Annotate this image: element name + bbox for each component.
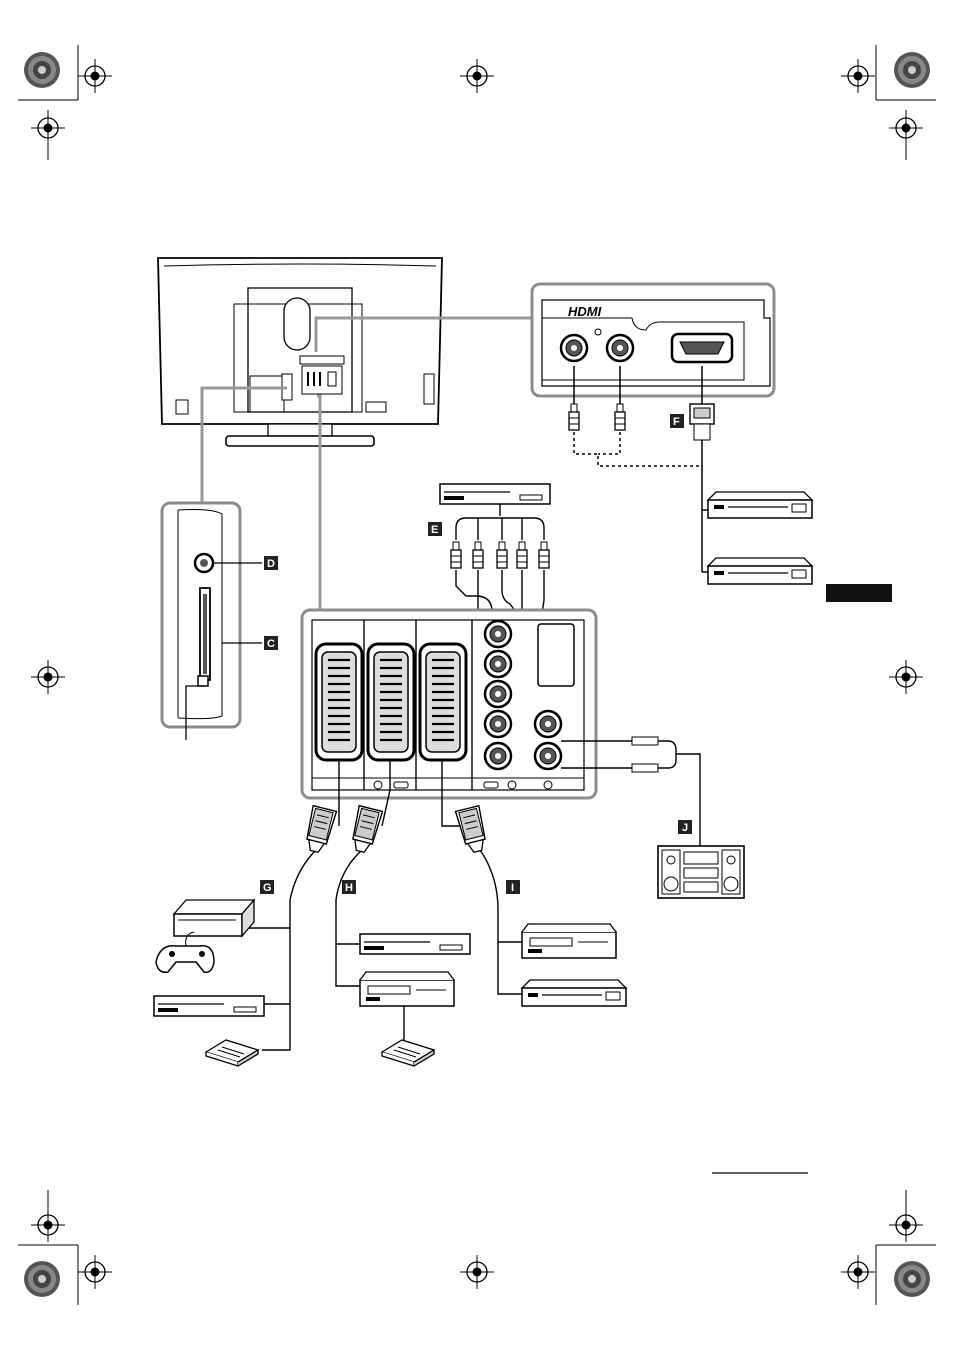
svg-text:D: D: [267, 558, 275, 570]
game-console: [174, 900, 254, 936]
usb-port[interactable]: [198, 676, 208, 686]
component-jack-y[interactable]: [485, 621, 511, 647]
label-c: C: [264, 636, 278, 650]
hdmi-panel: HDMI: [532, 284, 774, 396]
decoder-h: [382, 1040, 434, 1066]
label-g: G: [260, 880, 274, 894]
section-tab: [826, 584, 892, 602]
svg-text:E: E: [431, 524, 438, 536]
label-h: H: [342, 880, 356, 894]
dvd-recorder-i: [522, 980, 626, 1006]
component-plug: [473, 542, 483, 568]
hdmi-device-recorder: [708, 558, 812, 584]
component-plug: [539, 542, 549, 568]
dvd-recorder-h: [360, 934, 470, 954]
hdmi-device-recorder: [708, 492, 812, 518]
hdmi-audio-r-jack[interactable]: [607, 335, 633, 361]
color-target-mark: [24, 1261, 60, 1297]
component-jack-pr[interactable]: [485, 681, 511, 707]
vcr-h: [360, 972, 454, 1006]
hdmi-audio-l-jack[interactable]: [561, 335, 587, 361]
label-d: D: [264, 556, 278, 570]
component-plug: [497, 542, 507, 568]
component-source-device: [440, 484, 550, 504]
gamepad: [156, 932, 214, 972]
label-j: J: [678, 820, 692, 834]
audio-plug-r: [615, 404, 625, 430]
side-panel: [162, 503, 240, 740]
audio-in-l-jack[interactable]: [485, 711, 511, 737]
svg-text:F: F: [673, 416, 680, 428]
svg-text:C: C: [267, 638, 275, 650]
svg-text:I: I: [511, 882, 514, 894]
audio-in-r-jack[interactable]: [485, 743, 511, 769]
dvd-player: [154, 996, 264, 1016]
scart-plug: [456, 806, 490, 854]
component-plug: [517, 542, 527, 568]
scart-socket-3[interactable]: [420, 644, 466, 760]
color-target-mark: [894, 1261, 930, 1297]
audio-out-plugs: [632, 737, 658, 772]
scart-socket-1[interactable]: [316, 644, 362, 760]
component-plug: [451, 542, 461, 568]
svg-text:J: J: [682, 822, 688, 834]
label-i: I: [506, 880, 520, 894]
rear-connector-panel: [302, 610, 596, 798]
color-target-mark: [894, 52, 930, 88]
audio-out-l-jack[interactable]: [535, 711, 561, 737]
label-f: F: [670, 414, 684, 428]
component-jack-pb[interactable]: [485, 651, 511, 677]
scart-plug: [349, 806, 383, 854]
stereo-system: [658, 846, 744, 898]
svg-text:G: G: [263, 882, 272, 894]
vcr-i: [522, 924, 616, 958]
decoder-g: [206, 1040, 258, 1066]
hdmi-logo: HDMI: [568, 304, 602, 319]
audio-plug-l: [569, 404, 579, 430]
audio-out-r-jack[interactable]: [535, 743, 561, 769]
scart-plug: [303, 806, 337, 854]
color-target-mark: [24, 52, 60, 88]
scart-socket-2[interactable]: [368, 644, 414, 760]
svg-text:H: H: [345, 882, 353, 894]
hdmi-plug: [690, 404, 714, 440]
label-e: E: [428, 522, 442, 536]
